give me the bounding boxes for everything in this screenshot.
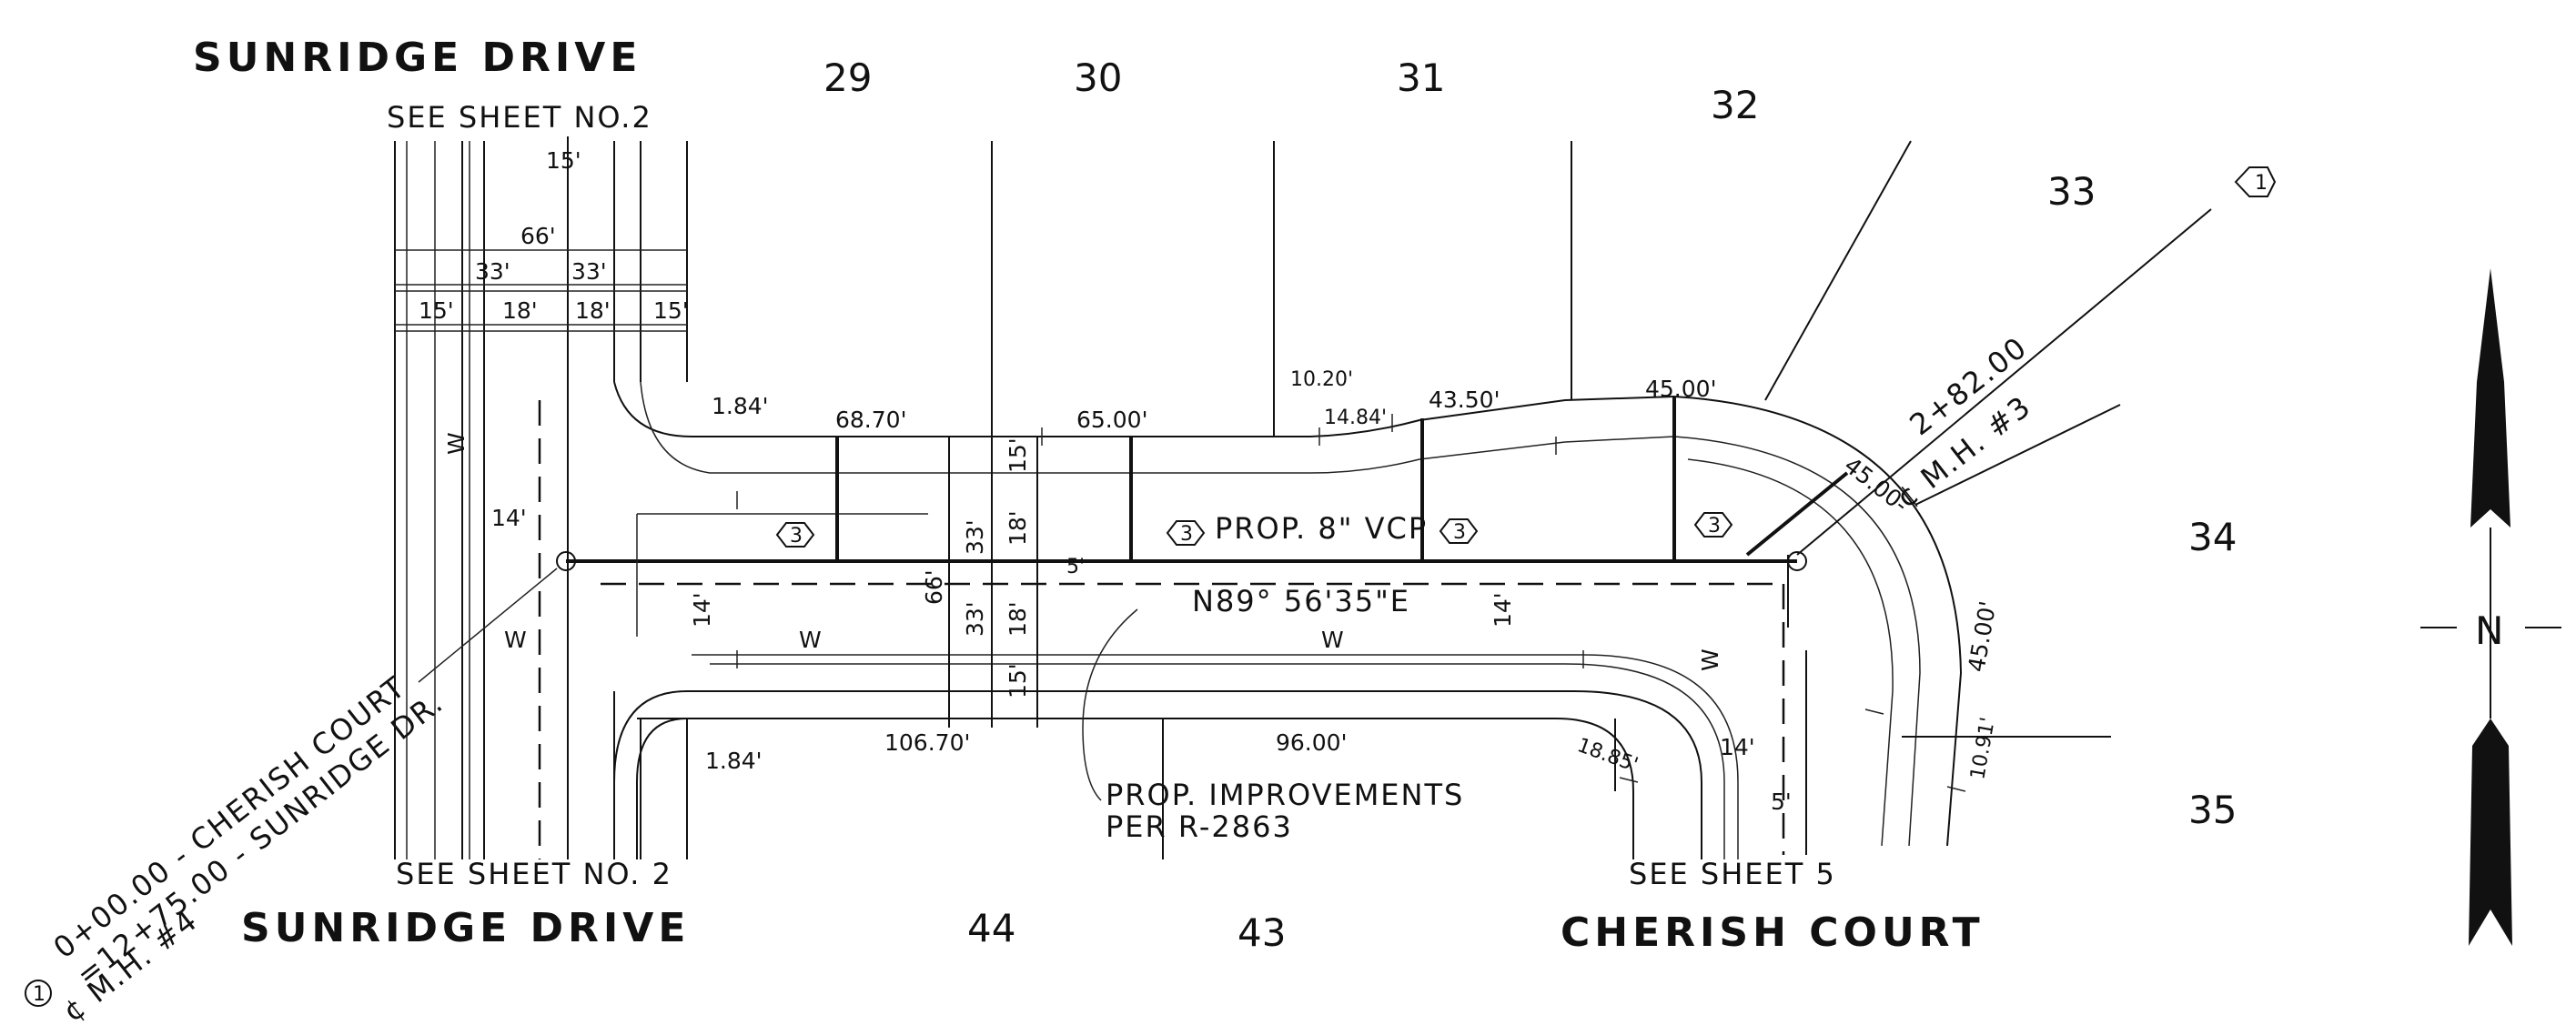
dim-33-mid-top: 33' [962, 519, 988, 555]
label-prop-improvements: PROP. IMPROVEMENTS [1106, 778, 1464, 812]
station-lines [835, 397, 1849, 728]
dim-68-70: 68.70' [835, 407, 906, 433]
dim-66-mid: 66' [921, 569, 947, 605]
dim-14-mid-right: 14' [1490, 592, 1516, 628]
sheet-ref-top-left: SEE SHEET NO.2 [387, 100, 652, 135]
dim-18-85: 18.85' [1574, 734, 1641, 777]
dim-33-left: 33' [475, 258, 510, 285]
svg-text:1: 1 [33, 983, 45, 1006]
dim-15-mid-top: 15' [1005, 437, 1031, 473]
dim-1-84-top: 1.84' [712, 393, 769, 419]
svg-text:1: 1 [2255, 172, 2268, 195]
dim-18-mid-top: 18' [1005, 510, 1031, 546]
dim-14-left: 14' [491, 505, 527, 531]
dim-18-left: 18' [502, 297, 538, 324]
lot-34: 34 [2188, 515, 2237, 559]
dim-15-top: 15' [546, 147, 581, 174]
lot-lines [991, 140, 2212, 859]
label-per-r2863: PER R-2863 [1106, 809, 1293, 844]
dim-10-20: 10.20' [1290, 368, 1353, 391]
dim-14-mid-left: 14' [689, 592, 715, 628]
label-water-mid1: W [799, 627, 822, 653]
callout-1-top: 1 [2234, 166, 2277, 197]
north-arrow: N [2420, 268, 2561, 946]
dim-106-70: 106.70' [884, 729, 970, 756]
manhole-4 [556, 551, 576, 571]
label-water-mid2: W [1321, 627, 1344, 653]
north-arrow-bottom-icon [2469, 718, 2512, 946]
dim-15-right: 15' [653, 297, 689, 324]
dim-14-right: 14' [1720, 734, 1755, 760]
street-name-sunridge-top: SUNRIDGE DRIVE [193, 35, 641, 81]
lot-43: 43 [1237, 910, 1286, 955]
lot-44: 44 [967, 906, 1015, 950]
street-name-cherish: CHERISH COURT [1561, 909, 1985, 956]
dim-15-left: 15' [419, 297, 454, 324]
dim-5-right: 5' [1771, 789, 1792, 815]
svg-text:3: 3 [1453, 521, 1466, 544]
north-arrow-top-icon [2470, 268, 2510, 528]
label-bearing: N89° 56'35"E [1192, 584, 1410, 618]
circle-icon [25, 980, 52, 1007]
dim-33-mid-bottom: 33' [962, 601, 988, 637]
station-leader [418, 568, 558, 683]
svg-text:3: 3 [1708, 515, 1721, 538]
lot-29: 29 [823, 55, 872, 100]
sunridge-row-lines [394, 141, 688, 859]
callout-3-a: 3 [775, 522, 815, 548]
cherish-court-curbs [613, 381, 1963, 859]
improvements-leader [1082, 608, 1138, 801]
hexagon-icon [775, 522, 815, 548]
manhole-3 [1787, 551, 1807, 571]
dim-43-50: 43.50' [1429, 387, 1500, 413]
dim-45-00-side: 45.00' [1963, 599, 2001, 674]
hexagon-icon [2234, 166, 2277, 197]
sheet-ref-bottom-right: SEE SHEET 5 [1629, 857, 1836, 891]
lot-35: 35 [2188, 788, 2237, 832]
dim-33-right: 33' [571, 258, 607, 285]
lot-31: 31 [1397, 55, 1445, 100]
curb-ticks [736, 414, 1966, 792]
callout-3-b: 3 [1166, 520, 1206, 546]
dim-65-00: 65.00' [1076, 407, 1147, 433]
street-name-sunridge-bottom: SUNRIDGE DRIVE [241, 905, 690, 951]
dim-10-91: 10.91' [1966, 716, 2000, 781]
callout-3-d: 3 [1693, 512, 1733, 538]
hexagon-icon [1693, 512, 1733, 538]
dim-96-00: 96.00' [1276, 729, 1347, 756]
label-prop-vcp: PROP. 8" VCP [1215, 511, 1428, 546]
dim-15-mid-bottom: 15' [1005, 663, 1031, 698]
lot-32: 32 [1711, 83, 1759, 127]
sewer-centerline [566, 513, 1797, 855]
dim-18-mid-bottom: 18' [1005, 601, 1031, 637]
svg-text:3: 3 [1180, 523, 1193, 546]
north-label: N [2475, 608, 2503, 653]
dim-14-84: 14.84' [1324, 407, 1387, 429]
callout-3-c: 3 [1439, 518, 1479, 544]
hexagon-icon [1166, 520, 1206, 546]
dim-1-84-bottom: 1.84' [705, 748, 763, 774]
dim-5-mid: 5' [1066, 556, 1085, 578]
row-dimension-lines [395, 136, 687, 332]
label-water-vertical: W [443, 432, 470, 455]
lot-30: 30 [1074, 55, 1122, 100]
label-water-right: W [1697, 648, 1723, 671]
sheet-ref-bottom-left: SEE SHEET NO. 2 [396, 857, 672, 891]
dim-66: 66' [520, 223, 556, 249]
dim-18-right: 18' [575, 297, 611, 324]
callout-1-bottom: 1 [25, 980, 52, 1007]
label-water-left: W [504, 627, 527, 653]
dim-45-00-top: 45.00' [1645, 376, 1716, 402]
hexagon-icon [1439, 518, 1479, 544]
lot-33: 33 [2047, 169, 2096, 214]
svg-text:3: 3 [790, 525, 803, 548]
